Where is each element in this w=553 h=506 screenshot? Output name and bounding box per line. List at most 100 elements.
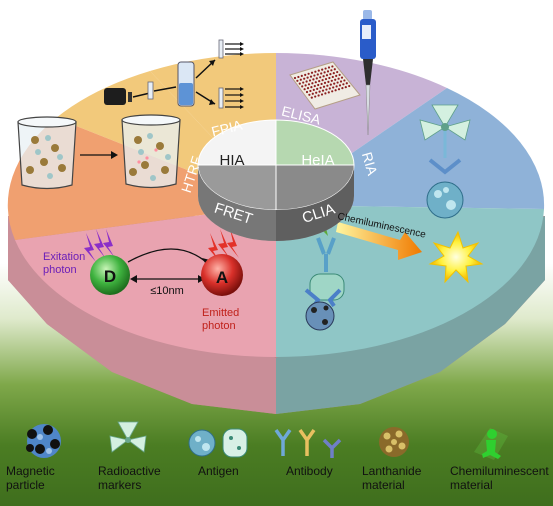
acceptor-sphere	[201, 254, 243, 296]
magnetic-particle-icon	[26, 424, 61, 458]
elisa-well	[334, 89, 337, 92]
center-hub	[197, 119, 355, 241]
elisa-well	[318, 90, 321, 93]
elisa-well	[329, 83, 332, 86]
fret-distance: ≤10nm	[150, 285, 184, 297]
elisa-well	[297, 75, 300, 79]
antigen-icon	[188, 428, 248, 458]
emitted-label-2: photon	[202, 320, 236, 332]
elisa-well	[317, 69, 320, 72]
radioactive-marker-icon	[109, 421, 147, 453]
elisa-well	[314, 81, 317, 84]
elisa-well	[338, 73, 341, 76]
elisa-well	[301, 85, 304, 88]
elisa-well	[348, 84, 351, 88]
elisa-well	[332, 86, 335, 89]
elisa-well	[327, 91, 330, 94]
emission-bolts	[208, 229, 239, 262]
elisa-well	[311, 82, 314, 85]
elisa-well	[293, 76, 297, 80]
elisa-well	[328, 76, 331, 80]
htrf-beakers	[17, 114, 181, 190]
legend: Magnetic particle Radioactive markers An…	[0, 420, 553, 506]
elisa-well	[330, 69, 333, 72]
elisa-well	[314, 95, 317, 98]
sector-fret	[15, 205, 276, 358]
elisa-well	[304, 73, 307, 76]
elisa-well	[323, 71, 326, 74]
elisa-well	[318, 80, 321, 83]
elisa-well	[329, 73, 332, 76]
elisa-well	[340, 76, 344, 79]
elisa-well	[320, 82, 323, 86]
elisa-well	[307, 72, 310, 75]
elisa-well	[317, 94, 320, 97]
elisa-well	[324, 77, 328, 81]
excitation-bolts	[84, 229, 115, 262]
elisa-well	[315, 91, 318, 94]
elisa-well	[299, 78, 302, 81]
elisa-well	[345, 82, 348, 85]
fpia-apparatus	[104, 39, 244, 109]
elisa-well	[311, 92, 314, 95]
pipette-icon	[360, 10, 376, 136]
elisa-well	[327, 66, 331, 69]
clia-complex	[304, 220, 484, 331]
elisa-well	[302, 81, 305, 84]
elisa-well	[324, 92, 327, 95]
elisa-well	[319, 76, 322, 79]
excitation-label-2: photon	[43, 264, 77, 276]
elisa-well	[303, 88, 306, 91]
elisa-well	[316, 87, 319, 90]
elisa-well	[320, 93, 324, 96]
fret-diagram	[84, 229, 243, 296]
elisa-well	[303, 77, 306, 80]
emitted-label-1: Emitted	[202, 307, 239, 319]
excitation-label-1: Exitation	[43, 251, 85, 263]
elisa-well	[342, 83, 345, 86]
elisa-well	[341, 87, 344, 90]
elisa-well	[335, 74, 338, 77]
elisa-well	[321, 79, 324, 82]
elisa-well	[337, 77, 340, 80]
hub-label-heia: HeIA	[301, 152, 334, 169]
elisa-well	[337, 88, 341, 91]
legend-chemi-line1: Chemiluminescent	[450, 464, 549, 478]
elisa-well	[338, 84, 342, 87]
elisa-well	[344, 86, 347, 89]
lanthanide-material-icon	[379, 427, 409, 457]
acceptor-label: A	[216, 268, 228, 287]
elisa-well	[305, 90, 309, 94]
antibody-icon	[274, 428, 342, 458]
elisa-well	[309, 75, 313, 78]
elisa-well	[339, 80, 343, 83]
elisa-well	[298, 82, 301, 85]
elisa-well	[320, 72, 323, 75]
elisa-well	[332, 72, 335, 75]
elisa-well	[314, 70, 317, 73]
ria-complex	[419, 104, 471, 219]
elisa-well	[343, 79, 346, 82]
elisa-well	[305, 80, 308, 83]
ring-label-fpia: FPIA	[210, 116, 245, 139]
legend-antigen: Antigen	[198, 464, 239, 478]
elisa-well	[331, 75, 334, 79]
legend-radioactive-line1: Radioactive	[98, 464, 161, 478]
hub-label-hia: HIA	[219, 152, 244, 169]
donor-label: D	[104, 267, 116, 286]
ring-label-ria: RIA	[359, 150, 381, 177]
elisa-well	[310, 71, 314, 74]
elisa-well	[335, 85, 338, 88]
elisa-plate	[289, 61, 361, 110]
elisa-well	[306, 87, 310, 90]
elisa-well	[296, 79, 299, 82]
elisa-well	[326, 84, 329, 87]
legend-magnetic-line2: particle	[6, 478, 45, 492]
elisa-well	[319, 86, 322, 89]
chemiluminescent-burst	[428, 230, 484, 284]
elisa-well	[313, 74, 316, 77]
elisa-well	[309, 89, 312, 93]
elisa-well	[322, 85, 326, 88]
elisa-well	[321, 68, 324, 71]
